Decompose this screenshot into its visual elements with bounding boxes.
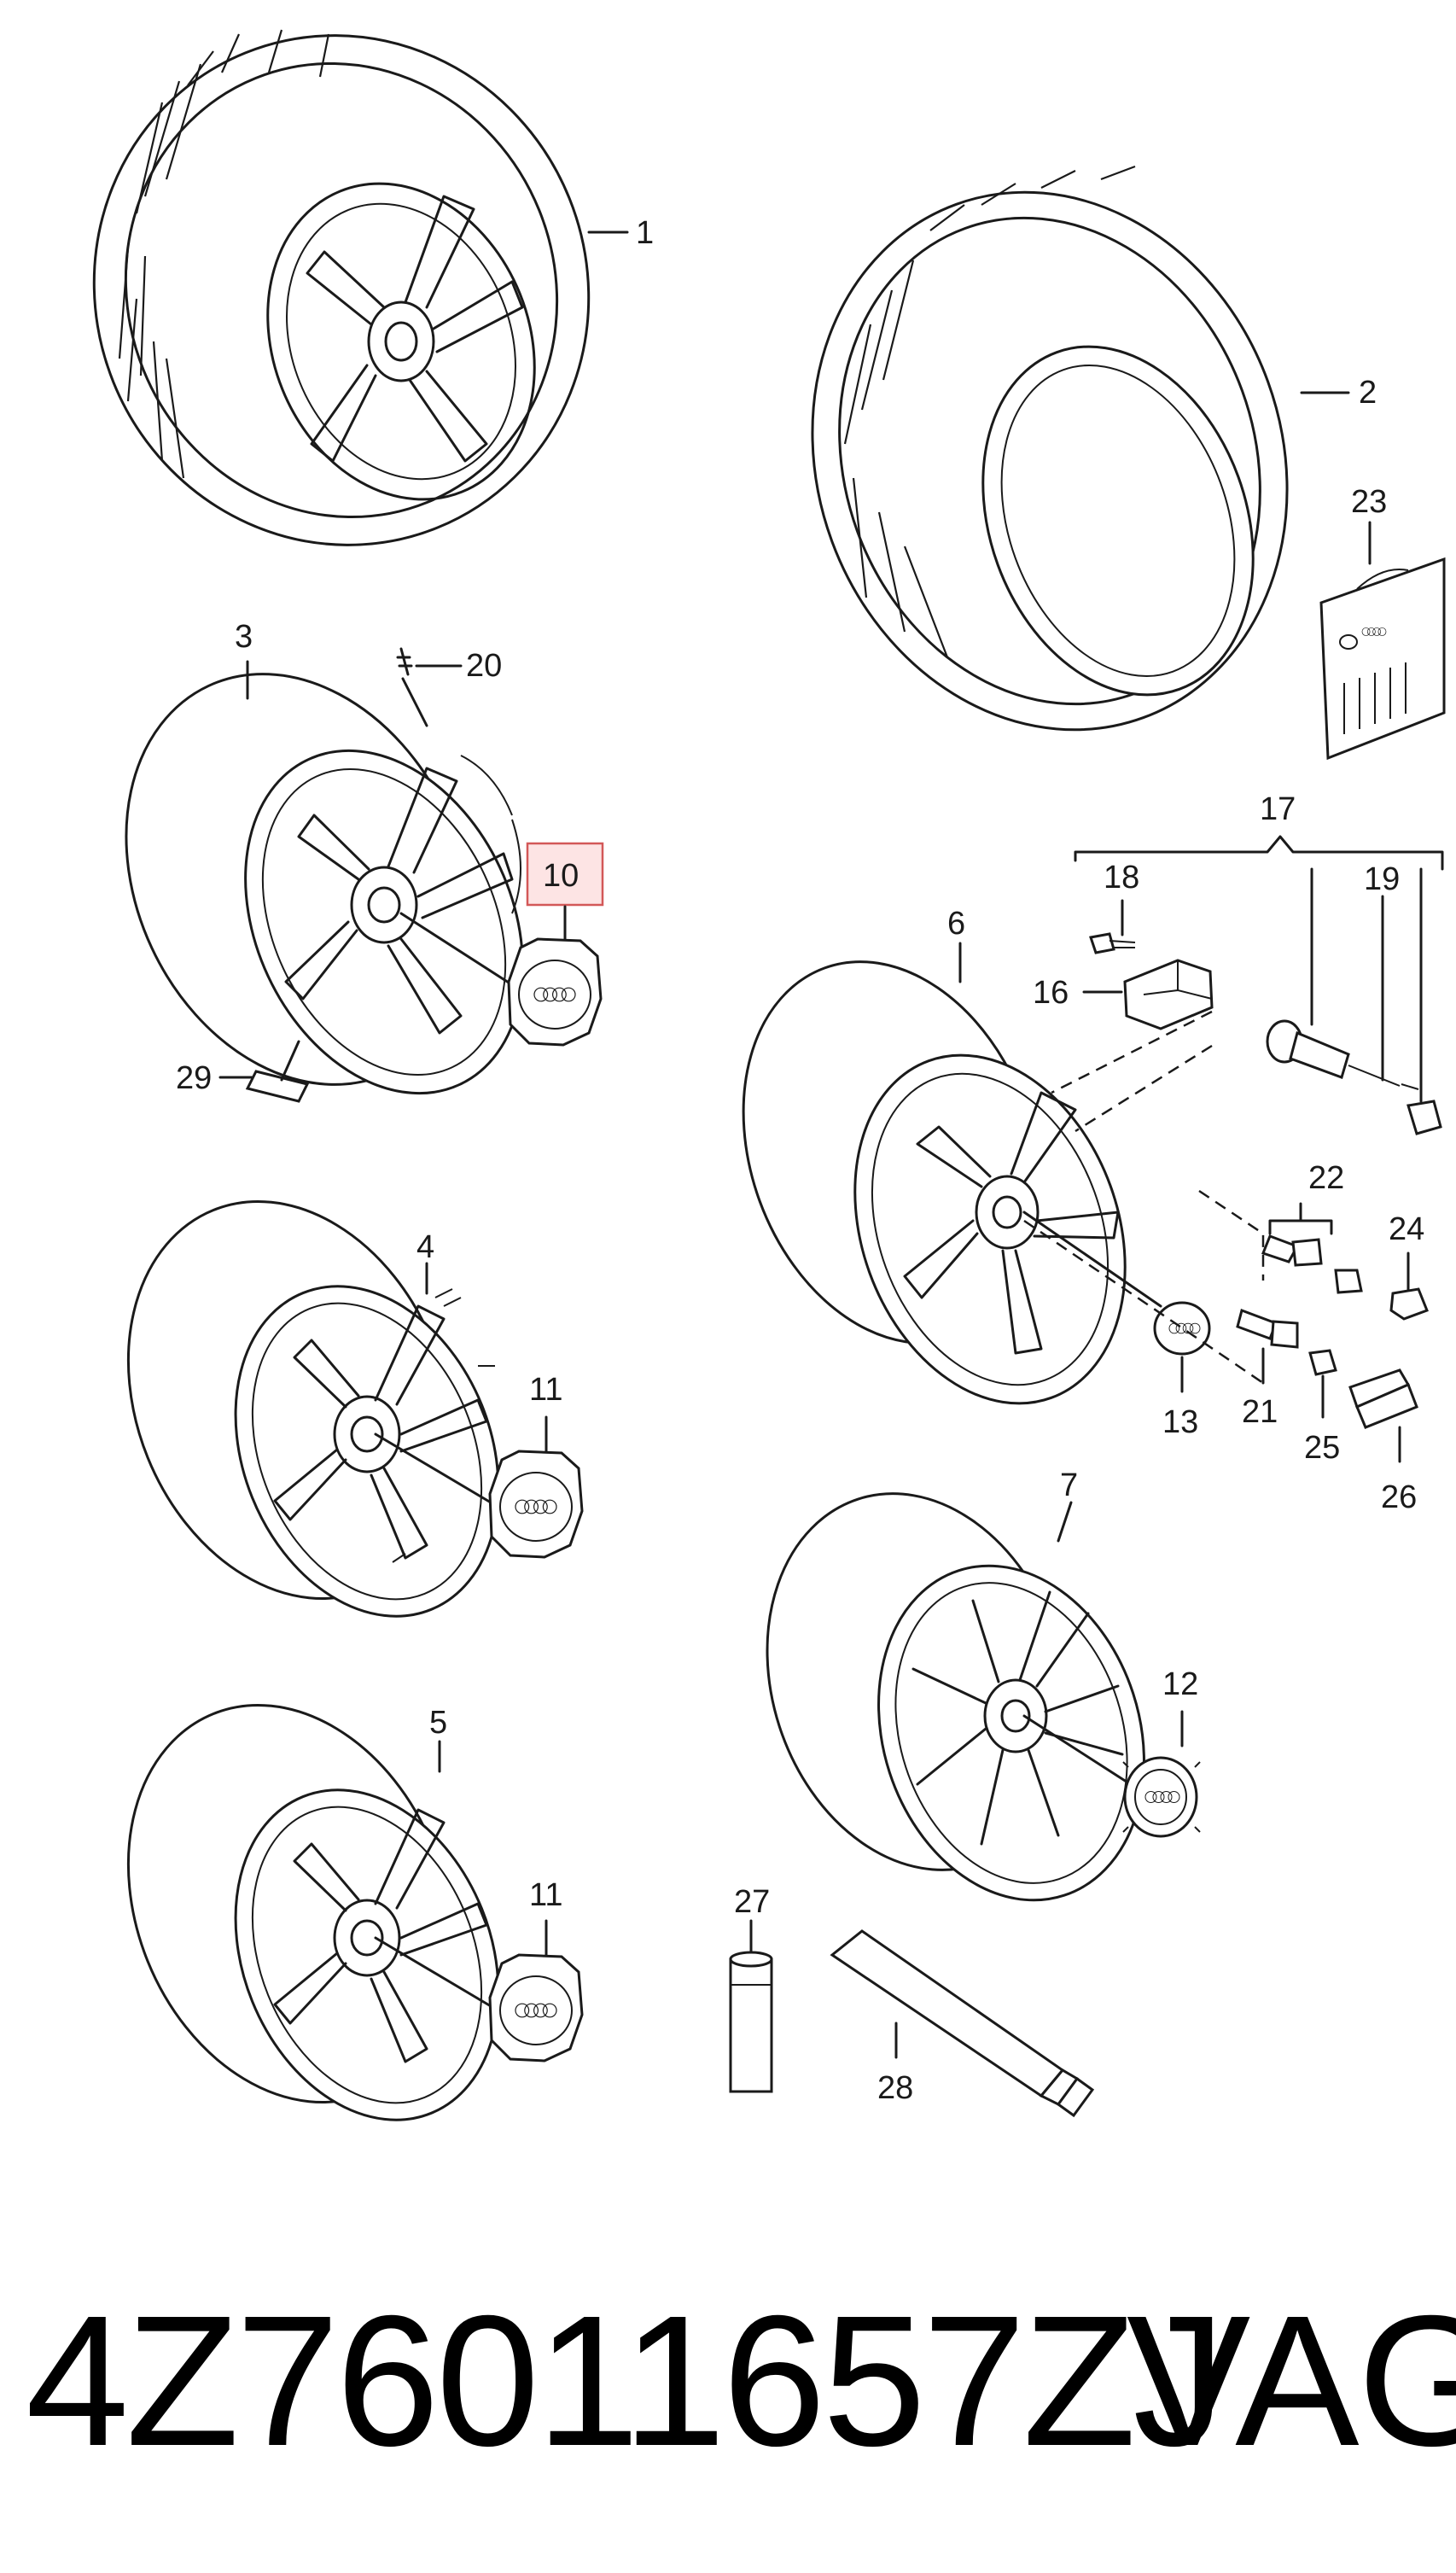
part-number: 4Z76011657ZJ bbox=[26, 2278, 1226, 2485]
alloy-wheel-4 bbox=[126, 1199, 500, 1618]
brand-code: VAG bbox=[1127, 2278, 1456, 2485]
callout-11a[interactable]: 11 bbox=[529, 1372, 562, 1408]
tyre bbox=[811, 165, 1350, 732]
center-cap-12[interactable] bbox=[1122, 1710, 1201, 1838]
alloy-wheel-5 bbox=[126, 1703, 500, 2121]
callout-27[interactable]: 27 bbox=[734, 1884, 770, 1920]
bolt-22[interactable] bbox=[1261, 1202, 1363, 1294]
callout-19[interactable]: 19 bbox=[1364, 861, 1400, 897]
callout-23[interactable]: 23 bbox=[1351, 484, 1387, 520]
alloy-wheel-6 bbox=[742, 942, 1127, 1405]
center-cap-11b[interactable] bbox=[488, 1919, 584, 2062]
highlight-box-10 bbox=[526, 842, 604, 907]
bottle-27[interactable] bbox=[729, 1919, 773, 2093]
callout-26[interactable]: 26 bbox=[1381, 1479, 1417, 1515]
nut-25[interactable] bbox=[1308, 1349, 1337, 1419]
callout-6[interactable]: 6 bbox=[947, 906, 965, 942]
callout-10[interactable]: 10 bbox=[543, 858, 579, 894]
bracket-17 bbox=[1074, 835, 1444, 871]
callout-4[interactable]: 4 bbox=[416, 1229, 434, 1265]
dash-bolts bbox=[1023, 1189, 1265, 1385]
parts-diagram: 1 2 23 bbox=[92, 29, 1446, 2121]
callout-7[interactable]: 7 bbox=[1060, 1467, 1078, 1503]
callout-25[interactable]: 25 bbox=[1304, 1430, 1340, 1466]
alloy-wheel-3 bbox=[125, 647, 524, 1103]
screw-18[interactable] bbox=[1089, 899, 1136, 954]
callout-13[interactable]: 13 bbox=[1162, 1404, 1198, 1440]
callout-1[interactable]: 1 bbox=[636, 215, 654, 251]
callout-3[interactable]: 3 bbox=[235, 619, 253, 655]
callout-24[interactable]: 24 bbox=[1389, 1211, 1424, 1247]
alloy-wheel-7 bbox=[766, 1492, 1145, 1902]
callout-12[interactable]: 12 bbox=[1162, 1666, 1198, 1702]
center-cap-10[interactable] bbox=[507, 905, 603, 1047]
nut-24[interactable] bbox=[1389, 1251, 1429, 1321]
bolt-21[interactable] bbox=[1236, 1309, 1299, 1385]
callout-28[interactable]: 28 bbox=[877, 2070, 913, 2106]
complete-wheel-tyre bbox=[92, 29, 629, 546]
valve-kit-package bbox=[1319, 521, 1446, 761]
callout-11b[interactable]: 11 bbox=[529, 1877, 562, 1913]
paste-tube-28[interactable] bbox=[830, 1929, 1095, 2118]
callout-18[interactable]: 18 bbox=[1104, 860, 1139, 896]
callout-17[interactable]: 17 bbox=[1260, 791, 1296, 827]
callout-5[interactable]: 5 bbox=[429, 1705, 447, 1741]
adapter-26[interactable] bbox=[1348, 1368, 1418, 1463]
callout-22[interactable]: 22 bbox=[1308, 1160, 1344, 1196]
callout-21[interactable]: 21 bbox=[1242, 1394, 1278, 1430]
callout-20[interactable]: 20 bbox=[466, 648, 502, 684]
callout-29[interactable]: 29 bbox=[176, 1060, 212, 1096]
center-cap-11a[interactable] bbox=[488, 1415, 584, 1559]
tpms-sensor-16[interactable] bbox=[1082, 959, 1214, 1030]
callout-2[interactable]: 2 bbox=[1359, 375, 1377, 411]
center-cap-13[interactable] bbox=[1022, 1211, 1211, 1393]
callout-16[interactable]: 16 bbox=[1033, 975, 1069, 1011]
footer: 4Z76011657ZJ VAG bbox=[0, 2271, 1456, 2493]
dash-16-to-wheel bbox=[1051, 1010, 1213, 1133]
valve-19[interactable] bbox=[1266, 867, 1442, 1135]
